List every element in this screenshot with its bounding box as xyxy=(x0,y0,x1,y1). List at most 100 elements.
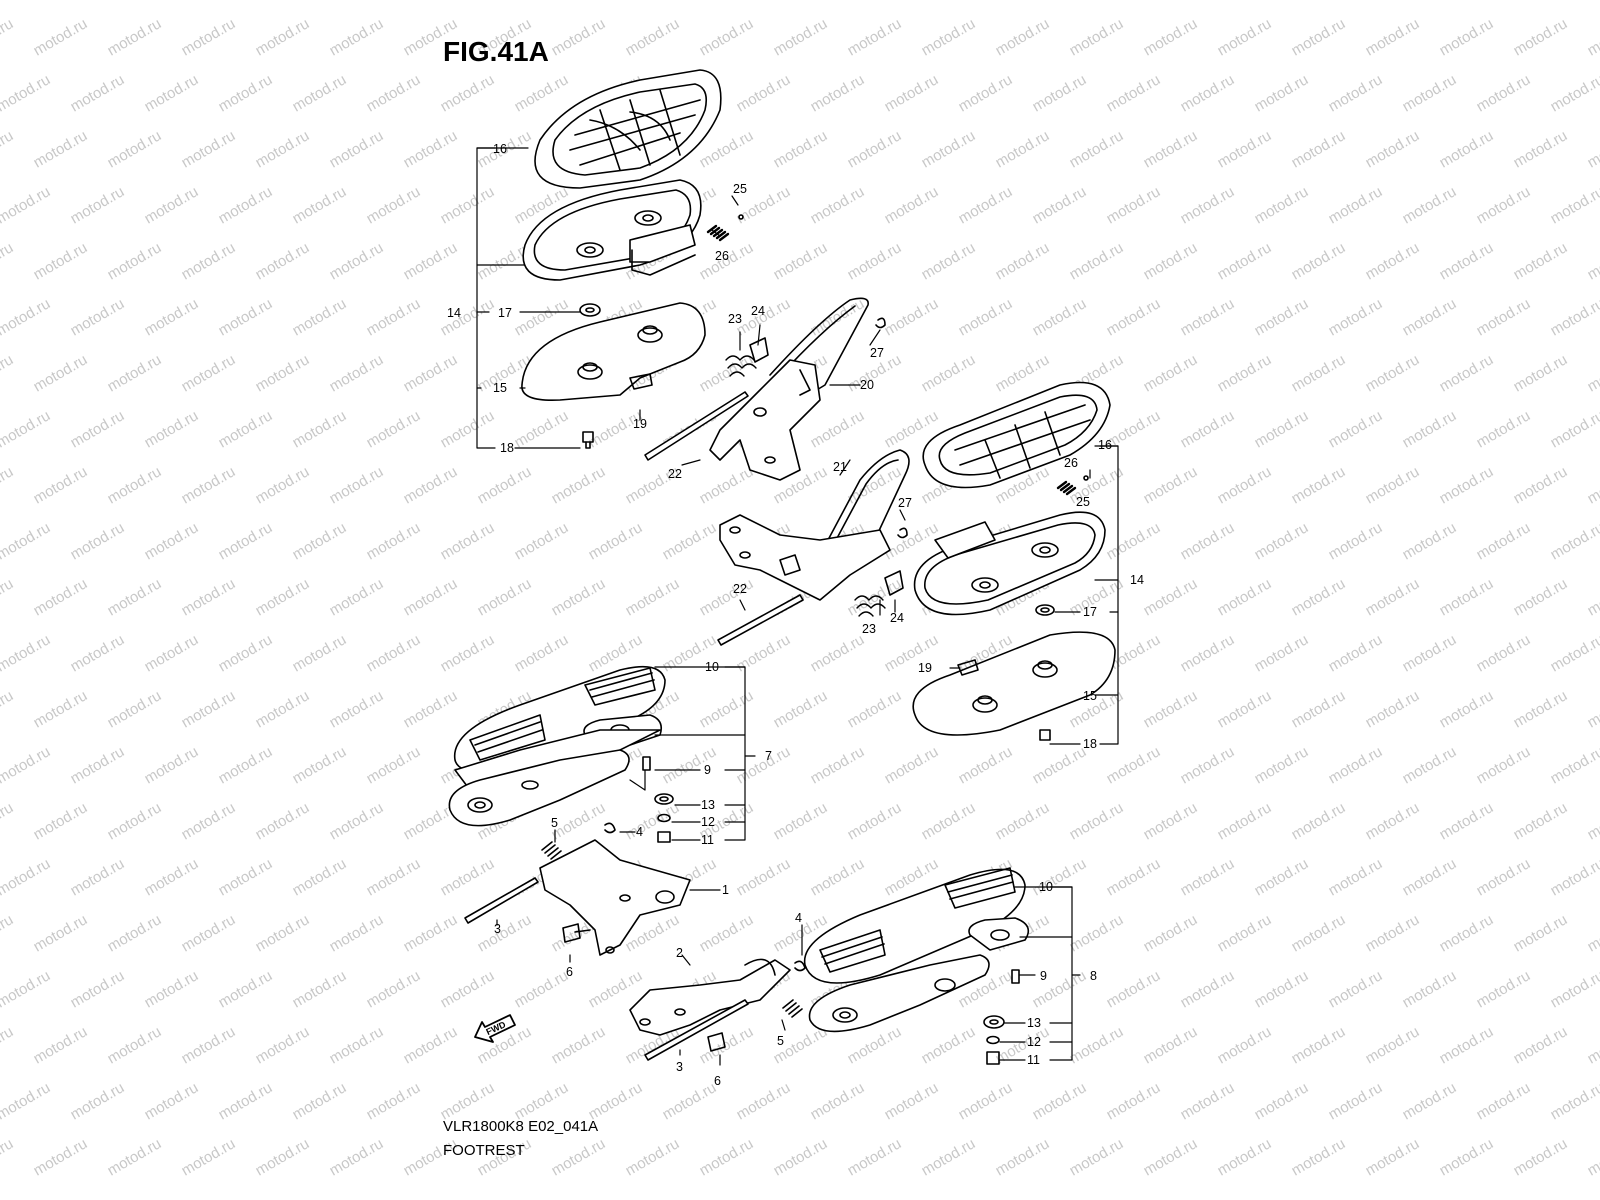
watermark-text: motod.ru xyxy=(919,127,979,171)
watermark-text: motod.ru xyxy=(1437,127,1497,171)
watermark-text: motod.ru xyxy=(1585,127,1600,171)
watermark-text: motod.ru xyxy=(142,967,202,1011)
bolt-9-right xyxy=(1011,969,1020,984)
callout-labels: 16 25 26 14 17 23 24 27 20 15 19 18 22 1… xyxy=(447,142,1144,1088)
washer-13-right xyxy=(983,1015,1005,1029)
watermark-text: motod.ru xyxy=(142,0,202,3)
watermark-text: motod.ru xyxy=(142,631,202,675)
watermark-text: motod.ru xyxy=(734,631,794,675)
washer-17-upper xyxy=(579,303,601,317)
watermark-text: motod.ru xyxy=(216,631,276,675)
watermark-text: motod.ru xyxy=(0,239,16,283)
watermark-text: motod.ru xyxy=(919,799,979,843)
watermark-text: motod.ru xyxy=(105,1135,165,1179)
watermark-text: motod.ru xyxy=(31,911,91,955)
watermark-text: motod.ru xyxy=(327,1023,387,1067)
watermark-text: motod.ru xyxy=(31,687,91,731)
watermark-text: motod.ru xyxy=(216,519,276,563)
watermark-text: motod.ru xyxy=(1178,631,1238,675)
watermark-text: motod.ru xyxy=(364,967,424,1011)
watermark-text: motod.ru xyxy=(327,799,387,843)
watermark-text: motod.ru xyxy=(993,127,1053,171)
watermark-text: motod.ru xyxy=(882,71,942,115)
watermark-text: motod.ru xyxy=(105,15,165,59)
pin-22-right xyxy=(717,594,804,646)
watermark-text: motod.ru xyxy=(216,855,276,899)
watermark-text: motod.ru xyxy=(697,1023,757,1067)
watermark-text: motod.ru xyxy=(1178,519,1238,563)
watermark-text: motod.ru xyxy=(1363,127,1423,171)
washer-12-right xyxy=(986,1035,1000,1045)
watermark-text: motod.ru xyxy=(1104,855,1164,899)
spring-23-right xyxy=(854,595,886,617)
watermark-text: motod.ru xyxy=(919,1135,979,1179)
watermark-text: motod.ru xyxy=(623,15,683,59)
watermark-text: motod.ru xyxy=(0,295,53,339)
watermark-text: motod.ru xyxy=(401,463,461,507)
watermark-text: motod.ru xyxy=(105,1023,165,1067)
watermark-text: motod.ru xyxy=(1289,575,1349,619)
watermark-text: motod.ru xyxy=(1030,71,1090,115)
callout-22-right: 22 xyxy=(733,582,747,596)
watermark-text: motod.ru xyxy=(1437,575,1497,619)
watermark-text: motod.ru xyxy=(1474,407,1534,451)
watermark-text: motod.ru xyxy=(68,967,128,1011)
watermark-text: motod.ru xyxy=(808,295,868,339)
watermark-text: motod.ru xyxy=(364,407,424,451)
watermark-text: motod.ru xyxy=(919,1023,979,1067)
clip-27-right xyxy=(897,527,908,539)
watermark-text: motod.ru xyxy=(179,15,239,59)
watermark-text: motod.ru xyxy=(401,127,461,171)
watermark-text: motod.ru xyxy=(1511,1135,1571,1179)
watermark-text: motod.ru xyxy=(1215,799,1275,843)
watermark-text: motod.ru xyxy=(142,183,202,227)
watermark-text: motod.ru xyxy=(105,911,165,955)
watermark-text: motod.ru xyxy=(993,15,1053,59)
watermark-text: motod.ru xyxy=(993,239,1053,283)
callout-4: 4 xyxy=(636,825,643,839)
watermark-text: motod.ru xyxy=(1289,799,1349,843)
watermark-text: motod.ru xyxy=(327,687,387,731)
callout-13: 13 xyxy=(701,798,715,812)
watermark-text: motod.ru xyxy=(845,799,905,843)
watermark-text: motod.ru xyxy=(1178,183,1238,227)
watermark-text: motod.ru xyxy=(1326,967,1386,1011)
watermark-text: motod.ru xyxy=(586,1079,646,1123)
watermark-text: motod.ru xyxy=(1474,743,1534,787)
watermark-text: motod.ru xyxy=(1363,687,1423,731)
watermark-text: motod.ru xyxy=(586,0,646,3)
watermark-text: motod.ru xyxy=(1363,463,1423,507)
watermark-text: motod.ru xyxy=(1215,1023,1275,1067)
watermark-text: motod.ru xyxy=(290,1079,350,1123)
watermark-text: motod.ru xyxy=(290,183,350,227)
watermark-text: motod.ru xyxy=(1400,407,1460,451)
watermark-text: motod.ru xyxy=(882,0,942,3)
watermark-text: motod.ru xyxy=(0,631,53,675)
watermark-text: motod.ru xyxy=(475,463,535,507)
watermark-text: motod.ru xyxy=(1252,407,1312,451)
watermark-text: motod.ru xyxy=(142,1079,202,1123)
callout-14: 14 xyxy=(447,306,461,320)
watermark-text: motod.ru xyxy=(1141,463,1201,507)
watermark-text: motod.ru xyxy=(993,1135,1053,1179)
watermark-text: motod.ru xyxy=(512,967,572,1011)
watermark-text: motod.ru xyxy=(0,911,16,955)
watermark-text: motod.ru xyxy=(1141,1135,1201,1179)
watermark-text: motod.ru xyxy=(1252,519,1312,563)
watermark-text: motod.ru xyxy=(1030,743,1090,787)
watermark-text: motod.ru xyxy=(1400,71,1460,115)
watermark-text: motod.ru xyxy=(1326,519,1386,563)
watermark-text: motod.ru xyxy=(1252,631,1312,675)
watermark-text: motod.ru xyxy=(808,0,868,3)
watermark-text: motod.ru xyxy=(290,855,350,899)
watermark-text: motod.ru xyxy=(1104,1079,1164,1123)
watermark-text: motod.ru xyxy=(1215,351,1275,395)
watermark-text: motod.ru xyxy=(882,743,942,787)
watermark-text: motod.ru xyxy=(549,463,609,507)
watermark-text: motod.ru xyxy=(1400,1079,1460,1123)
watermark-text: motod.ru xyxy=(882,631,942,675)
callout-16: 16 xyxy=(493,142,507,156)
watermark-text: motod.ru xyxy=(327,575,387,619)
watermark-text: motod.ru xyxy=(327,463,387,507)
watermark-text: motod.ru xyxy=(734,743,794,787)
